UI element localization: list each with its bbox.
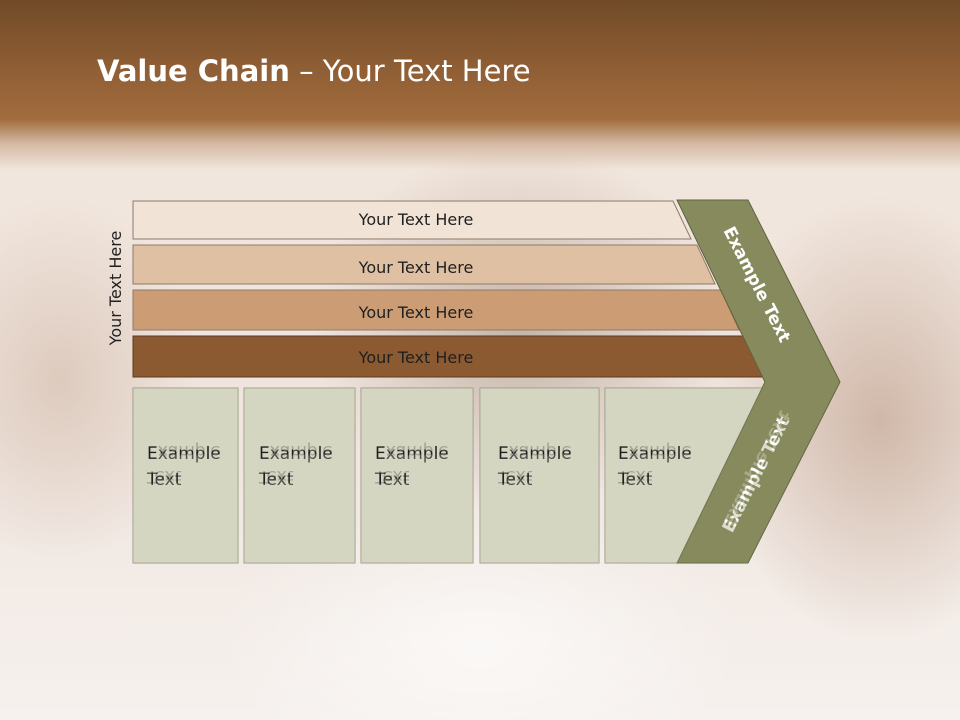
- header-band: [0, 0, 960, 170]
- page-title: Value Chain – Your Text Here: [97, 54, 531, 88]
- support-row-2-shape: [132, 244, 716, 285]
- reflection-box-2-line2: Text: [258, 466, 294, 486]
- primary-box-3: [360, 387, 474, 564]
- reflection-box-5: [605, 388, 762, 563]
- primary-box-4-line1: Example: [498, 444, 572, 464]
- title-bold: Value Chain: [97, 54, 290, 88]
- title-rest: – Your Text Here: [289, 54, 531, 88]
- reflection-box-2-line1: Example: [259, 441, 333, 461]
- reflection-box-3: [361, 388, 473, 563]
- primary-box-4: [479, 387, 600, 564]
- primary-box-4-line2: Text: [497, 470, 533, 490]
- primary-box-2-line1: Example: [259, 444, 333, 464]
- reflection-box-3-line1: Example: [375, 441, 449, 461]
- reflection-box-1-line1: Example: [147, 441, 221, 461]
- primary-box-5-line1: Example: [618, 444, 692, 464]
- primary-box-1-line2: Text: [146, 470, 182, 490]
- reflection-box-1-line2: Text: [146, 466, 182, 486]
- support-row-4-label: Your Text Here: [358, 348, 474, 367]
- support-row-3-label: Your Text Here: [358, 303, 474, 322]
- reflection-box-4-line2: Text: [497, 466, 533, 486]
- primary-box-5-line2: Text: [617, 470, 653, 490]
- primary-box-1: [132, 387, 239, 564]
- primary-box-2-line2: Text: [258, 470, 294, 490]
- support-row-3-shape: [132, 289, 740, 331]
- reflection-box-4: [480, 388, 599, 563]
- margin-chevron-shape: [676, 199, 841, 564]
- reflection-box-1: [133, 388, 238, 563]
- primary-box-2: [243, 387, 356, 564]
- primary-box-3-line2: Text: [374, 470, 410, 490]
- reflection-box-2: [244, 388, 355, 563]
- reflection-box-5-line2: Text: [617, 466, 653, 486]
- reflection-box-3-line2: Text: [374, 466, 410, 486]
- primary-box-3-line1: Example: [375, 444, 449, 464]
- support-row-1-shape: [132, 200, 692, 240]
- reflection-chevron: [677, 382, 840, 563]
- reflection-box-5-line1: Example: [618, 441, 692, 461]
- support-row-2-label: Your Text Here: [358, 258, 474, 277]
- diagram-reflection: Example Text Example Text Example Text E…: [133, 382, 840, 563]
- support-rows: Your Text Here Your Text Here Your Text …: [132, 200, 764, 378]
- primary-boxes: Example Text Example Text Example Text E…: [132, 387, 763, 564]
- support-row-1-label: Your Text Here: [358, 210, 474, 229]
- side-label: Your Text Here: [106, 231, 125, 347]
- primary-box-1-line1: Example: [147, 444, 221, 464]
- reflection-box-4-line1: Example: [498, 441, 572, 461]
